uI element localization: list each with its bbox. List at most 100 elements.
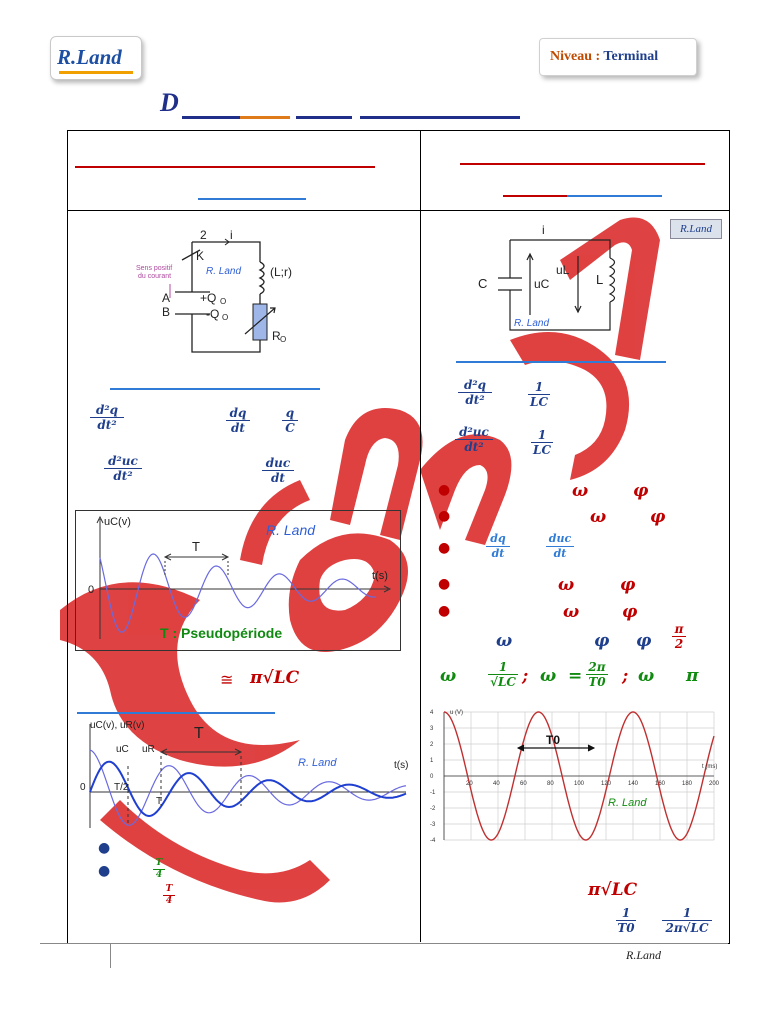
damped-curve	[99, 553, 377, 633]
current-label: i	[230, 228, 233, 242]
y-tick-label: -4	[430, 838, 436, 844]
page-title-letter: D	[160, 88, 179, 117]
bullet1-phi: φ	[633, 481, 649, 501]
x-tick-label: 40	[493, 781, 500, 787]
frequency-lc-num: 1	[662, 906, 712, 921]
bullet5-phi: φ	[622, 602, 638, 622]
graph1-signature: R. Land	[266, 522, 316, 538]
x-tick-label: 160	[655, 781, 666, 787]
rland-stamp-text: R.Land	[679, 223, 713, 235]
right-eq2-num: d²uc	[455, 425, 493, 440]
graph1-origin: 0	[88, 584, 94, 596]
x-tick-label: 140	[628, 781, 639, 787]
charge-positive-label: +Q	[200, 291, 216, 305]
left-eq1-num: d²q	[90, 403, 124, 418]
bullet2-omega: ω	[590, 507, 607, 527]
x-tick-label: 200	[709, 781, 720, 787]
plate-a-label: A	[162, 291, 170, 305]
x-tick-label: 100	[574, 781, 585, 787]
damped-graph-frame	[75, 510, 401, 651]
left-frac1-den: 4	[155, 870, 163, 880]
frequency-den: T0	[617, 921, 635, 935]
right-subheading-rule-a	[503, 195, 567, 197]
table-header-divider	[67, 210, 729, 211]
left-eq2b-den: dt	[271, 471, 285, 485]
right-equations-rule	[456, 361, 666, 363]
y-tick-label: -2	[430, 806, 436, 812]
title-rule-4	[360, 116, 520, 119]
table-column-divider	[420, 130, 421, 942]
graph2-period-small: T	[156, 796, 162, 807]
graph1-caption: T : Pseudopériode	[160, 625, 282, 641]
two-pi-den: T0	[588, 675, 606, 689]
omega-pi: π	[686, 666, 699, 686]
footer-tick	[110, 944, 111, 968]
graph2-origin: 0	[80, 782, 86, 793]
left-eq2b-num: duc	[262, 456, 294, 471]
uc-curve	[89, 749, 407, 826]
circuit-signature: R. Land	[206, 266, 241, 277]
footer-rule	[40, 943, 728, 944]
right-eq1b-den: LC	[530, 395, 548, 409]
left-frac1-num: T	[153, 858, 165, 870]
left-heading-rule	[75, 166, 375, 168]
relation-phi-1: φ	[594, 631, 610, 651]
bullet3-duc-den: dt	[553, 547, 567, 560]
x-tick-label: 180	[682, 781, 693, 787]
bullet3-dq-num: dq	[486, 532, 510, 547]
y-tick-label: 0	[430, 774, 434, 780]
graph3-period: T0	[546, 733, 560, 747]
left-eq2-den: dt²	[113, 469, 133, 483]
footer-signature: R.Land	[626, 948, 662, 962]
left-eq2-num: d²uc	[104, 454, 142, 469]
relation-sep-1: ;	[522, 666, 529, 686]
switch-label: K	[196, 249, 204, 263]
rland-stamp: R.Land	[670, 219, 722, 239]
right-heading-rule	[460, 163, 705, 165]
x-tick-label: 60	[520, 781, 527, 787]
sens-positif-label: Sens positif	[136, 265, 172, 272]
plate-b-label: B	[162, 305, 170, 319]
right-current-label: i	[542, 223, 545, 237]
right-eq2-den: dt²	[464, 440, 484, 454]
resistor-label: R	[272, 329, 281, 343]
bullet3-dq-den: dt	[491, 547, 505, 560]
right-eq1b-num: 1	[528, 380, 550, 395]
bullet3-duc-num: duc	[546, 532, 574, 547]
charge-negative-sub: O	[222, 313, 228, 322]
pi-over-2-num: π	[672, 622, 686, 637]
right-bullet-5: ●	[438, 603, 451, 619]
level-box: Niveau : Terminal	[539, 38, 697, 76]
right-eq1-num: d²q	[458, 378, 492, 393]
damped-oscillation-graph: uC(v) t(s) 0 T R. Land T : Pseudopériode	[88, 515, 392, 641]
right-ind-label: L	[596, 272, 603, 287]
left-bullet-2: ●	[98, 863, 111, 879]
omega-pi-omega: ω	[638, 666, 655, 686]
right-eq1-den: dt²	[465, 393, 485, 407]
sinusoid-grid	[443, 711, 715, 841]
left-bullet-1: ●	[98, 840, 111, 856]
level-text: Niveau : Terminal	[550, 49, 658, 65]
logo: R.Land	[50, 36, 142, 80]
right-ul-label: uL	[556, 263, 570, 277]
left-equations-rule	[110, 388, 320, 390]
graph2-uc-label: uC	[116, 744, 129, 755]
frequency-lc-den: 2π√LC	[665, 921, 709, 935]
inductor-label: (L;r)	[270, 265, 292, 279]
logo-underline	[59, 71, 133, 74]
graph2-xlabel: t(s)	[394, 760, 408, 771]
graph3-signature: R. Land	[608, 797, 647, 809]
uc-ur-graph: uC(v), uR(v) T uC uR T/2 T 0 t(s) R. Lan…	[80, 720, 408, 828]
graph2-ur-label: uR	[142, 744, 155, 755]
right-bullet-2: ●	[438, 508, 451, 524]
graph1-xlabel: t(s)	[372, 570, 388, 582]
right-bullet-1: ●	[438, 482, 451, 498]
y-tick-label: 1	[430, 758, 434, 764]
graph2-half-period: T/2	[114, 782, 129, 793]
